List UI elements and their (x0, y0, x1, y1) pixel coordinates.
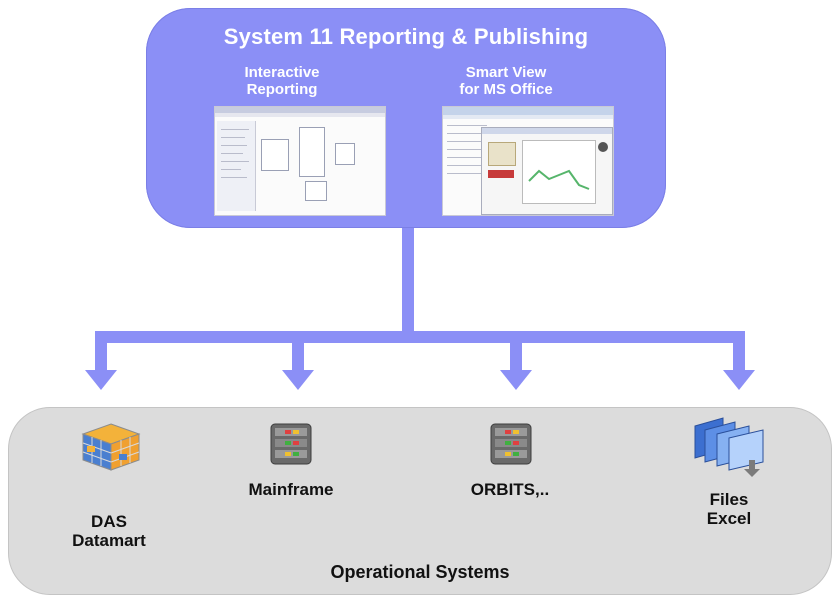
connector-drop-3 (510, 331, 522, 371)
cube-icon (81, 423, 141, 471)
reporting-publishing-box: System 11 Reporting & Publishing Interac… (146, 8, 666, 228)
database-icon (270, 423, 312, 465)
interactive-reporting-screenshot (214, 106, 386, 216)
connector-vertical-main (402, 228, 414, 332)
system-label-orbits: ORBITS,.. (470, 480, 550, 499)
system-label-files-excel: Files Excel (706, 490, 752, 528)
folders-icon (694, 417, 764, 477)
reporting-title: System 11 Reporting & Publishing (223, 24, 589, 49)
connector-drop-1 (95, 331, 107, 371)
arrow-down-icon (723, 370, 755, 390)
arrow-down-icon (500, 370, 532, 390)
database-icon (490, 423, 532, 465)
operational-systems-title: Operational Systems (330, 562, 510, 582)
system-label-mainframe: Mainframe (248, 480, 334, 499)
smart-view-screenshot (442, 106, 614, 216)
system-label-das-datamart: DAS Datamart (72, 512, 146, 550)
trend-line-thumbnail (528, 169, 590, 190)
arrow-down-icon (282, 370, 314, 390)
operational-systems-box: DAS Datamart Mainframe ORBITS,.. Files E… (8, 407, 832, 595)
tool-label-interactive-reporting: Interactive Reporting (244, 64, 320, 98)
connector-drop-4 (733, 331, 745, 371)
connector-horizontal (95, 331, 745, 343)
connector-drop-2 (292, 331, 304, 371)
tool-label-smart-view: Smart View for MS Office (459, 64, 553, 98)
arrow-down-icon (85, 370, 117, 390)
